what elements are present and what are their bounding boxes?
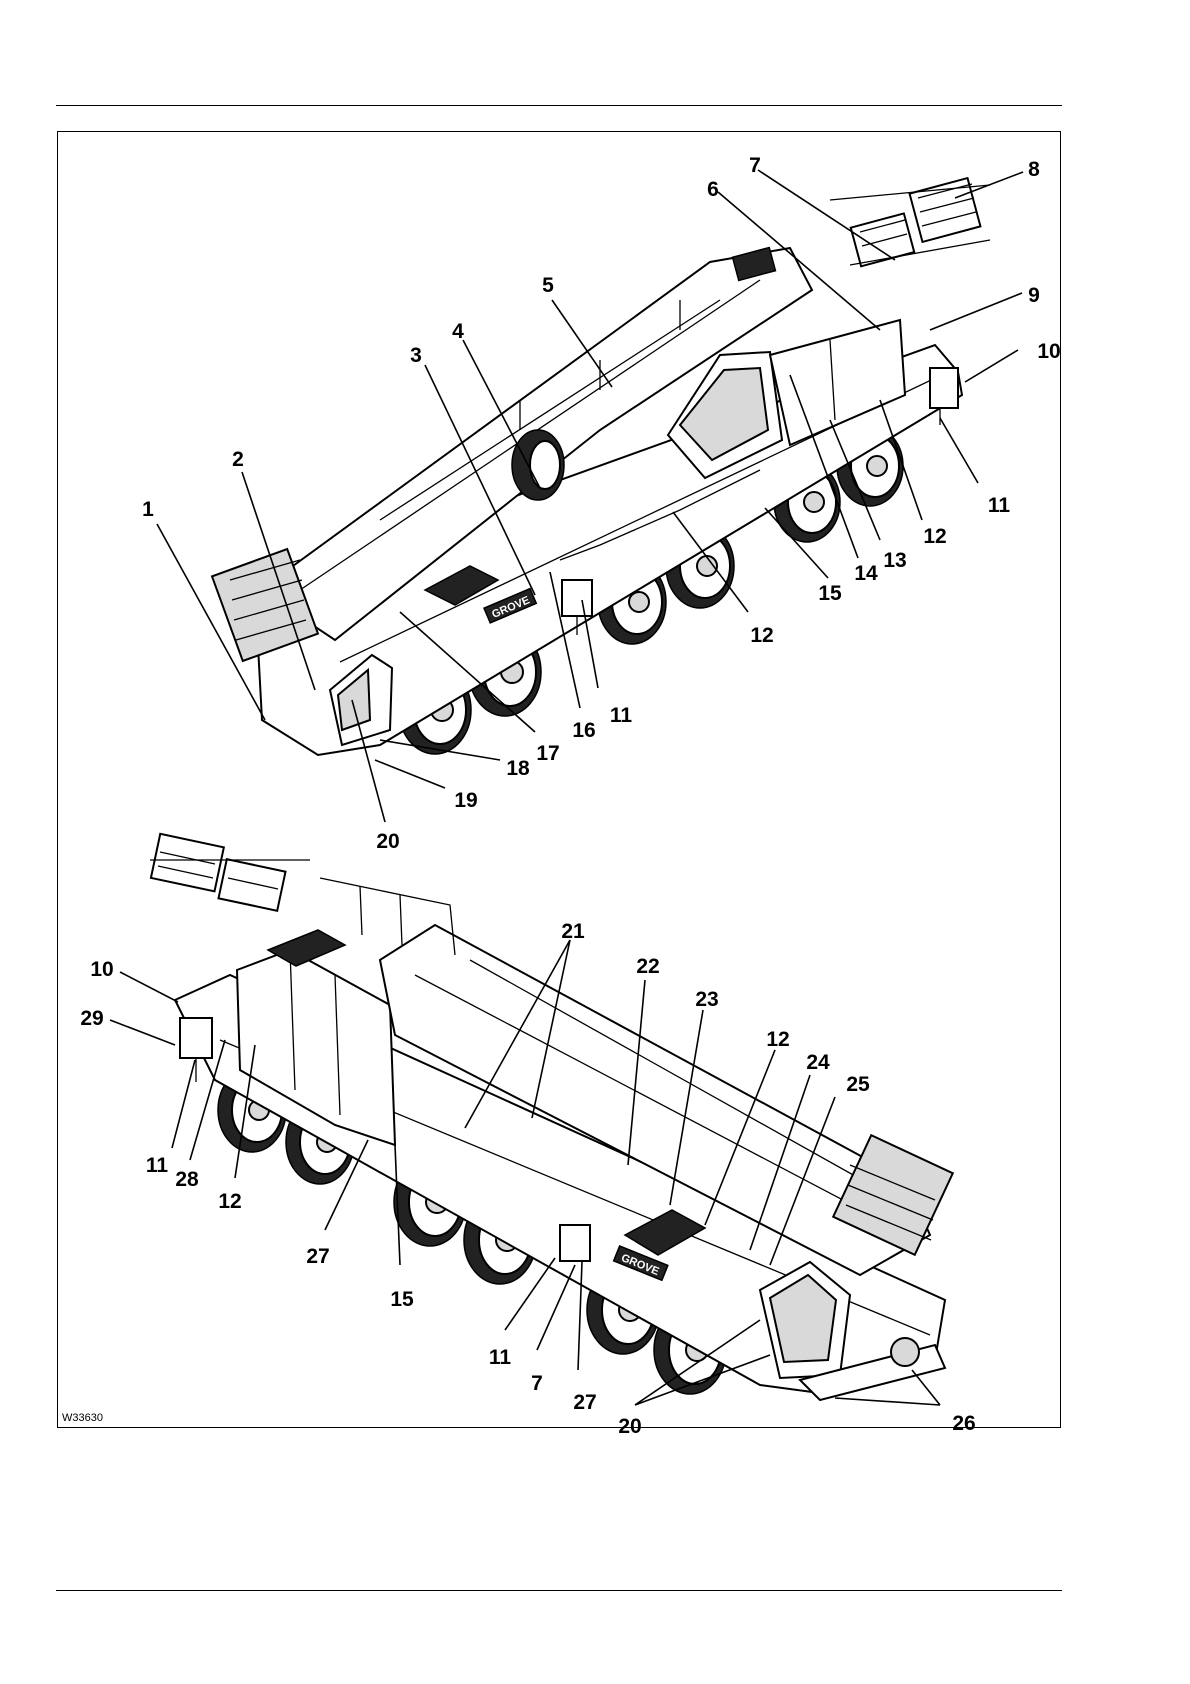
callout-10-bottom: 10 [90,958,113,981]
callout-13: 13 [883,549,906,572]
callout-20-bottom: 20 [618,1415,641,1438]
callout-6: 6 [707,178,719,201]
callout-18: 18 [506,757,530,780]
callout-22: 22 [636,955,659,978]
callout-27-bottom-mid: 27 [573,1391,596,1414]
callout-8: 8 [1028,158,1040,181]
callout-14: 14 [854,562,878,585]
crane-bottom-view: GROVE [150,834,953,1400]
callout-17: 17 [536,742,559,765]
callout-12-top-rear: 12 [923,525,946,548]
callout-12-bottom-front: 12 [766,1028,789,1051]
callout-27-bottom-left: 27 [306,1245,329,1268]
callout-29: 29 [80,1007,103,1030]
footer-rule [56,1590,1062,1591]
figure-code: W33630 [62,1412,103,1424]
callout-19: 19 [454,789,477,812]
callout-4: 4 [452,320,464,343]
callout-21: 21 [561,920,585,943]
callout-25: 25 [846,1073,870,1096]
callout-23: 23 [695,988,718,1011]
callout-9: 9 [1028,284,1040,307]
callout-26: 26 [952,1412,975,1435]
callout-1: 1 [142,498,154,521]
callout-15-bottom: 15 [390,1288,414,1311]
callout-16: 16 [572,719,595,742]
callout-11-top-mid: 11 [610,704,633,727]
callout-15: 15 [818,582,842,605]
callout-12-top-mid: 12 [750,624,773,647]
callout-11-bottom-rear: 11 [146,1154,169,1177]
callout-11-bottom-mid: 11 [489,1346,512,1369]
callout-20-top: 20 [376,830,399,853]
callout-28: 28 [175,1168,199,1191]
callout-7: 7 [749,154,761,177]
callout-3: 3 [410,344,422,367]
callout-12-bottom-rear: 12 [218,1190,241,1213]
callout-24: 24 [806,1051,830,1074]
callout-10: 10 [1037,340,1060,363]
callout-7-bottom: 7 [531,1372,543,1395]
callout-11-top-rear: 11 [988,494,1011,517]
callout-5: 5 [542,274,554,297]
callout-2: 2 [232,448,244,471]
crane-top-view: GROVE [212,178,990,755]
